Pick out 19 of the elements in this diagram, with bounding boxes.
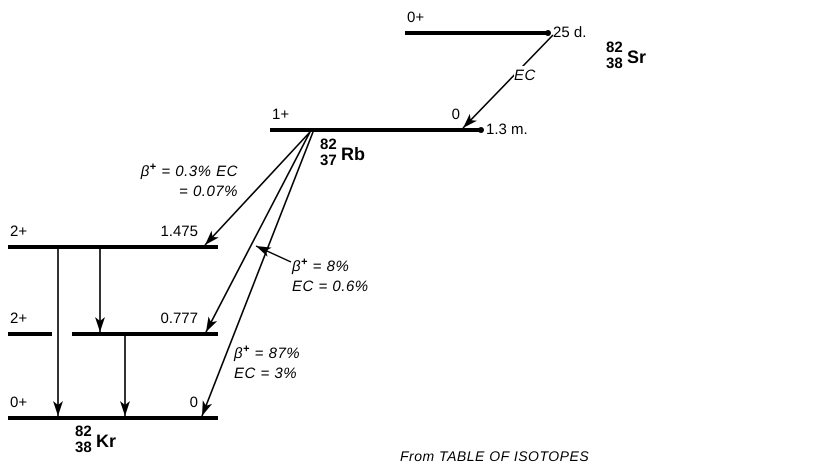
half-life-label: 25 d. <box>553 24 586 42</box>
decay-arrow <box>204 131 311 246</box>
spin-parity-label: 0+ <box>10 394 28 412</box>
decay-arrow <box>201 132 314 416</box>
energy-label: 0.777 <box>160 310 198 328</box>
energy-label: 1.475 <box>160 223 198 241</box>
spin-parity-label: 1+ <box>272 106 290 124</box>
decay-arrow <box>462 34 554 129</box>
decay-arrow <box>205 132 311 332</box>
spin-parity-label: 2+ <box>10 310 28 328</box>
decay-arrow <box>120 336 130 416</box>
spin-parity-label: 0+ <box>407 9 424 27</box>
decay-arrow <box>53 249 63 416</box>
energy-label: 0 <box>452 106 460 124</box>
spin-parity-label: 2+ <box>10 223 28 241</box>
caption: From TABLE OF ISOTOPES <box>400 448 590 464</box>
energy-label: 0 <box>190 394 198 412</box>
decay-arrow <box>95 249 105 332</box>
half-life-label: 1.3 m. <box>486 121 528 139</box>
